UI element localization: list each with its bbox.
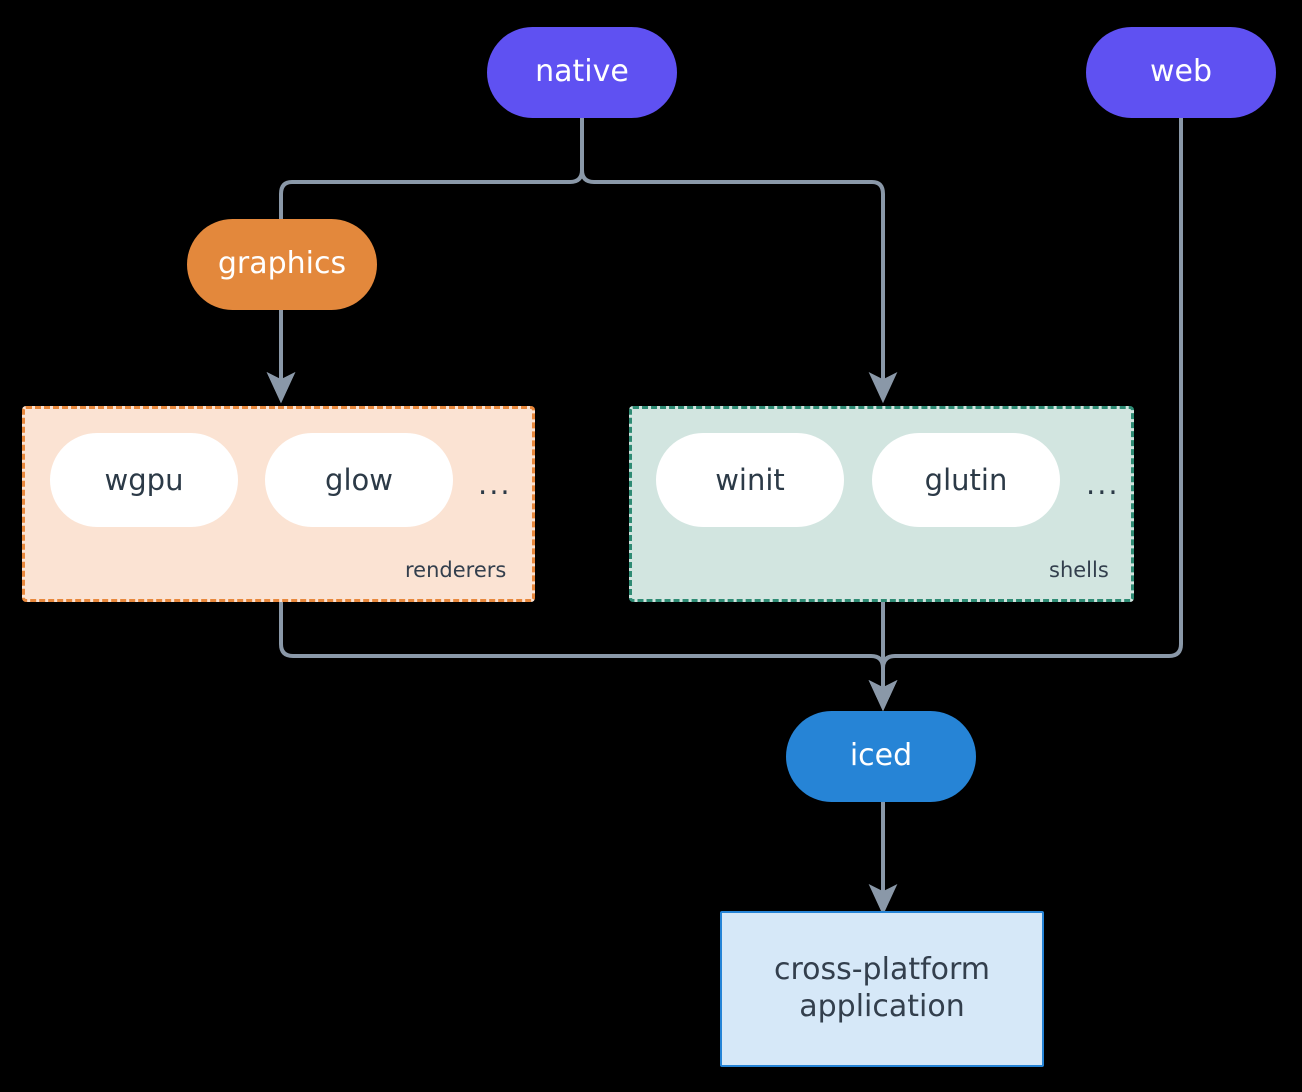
leaf-wgpu[interactable]: wgpu bbox=[50, 433, 238, 527]
node-graphics[interactable]: graphics bbox=[187, 219, 377, 310]
node-web-label: web bbox=[1149, 54, 1213, 90]
shells-ellipsis: ... bbox=[1086, 467, 1120, 501]
application-line-1: cross-platform bbox=[773, 952, 991, 988]
edge-native-to-shells bbox=[580, 116, 898, 404]
leaf-glow-label: glow bbox=[325, 463, 393, 497]
leaf-wgpu-label: wgpu bbox=[104, 463, 184, 497]
node-web[interactable]: web bbox=[1086, 27, 1276, 118]
node-iced[interactable]: iced bbox=[786, 711, 976, 802]
node-iced-label: iced bbox=[849, 738, 913, 774]
node-graphics-label: graphics bbox=[217, 246, 347, 282]
node-native[interactable]: native bbox=[487, 27, 677, 118]
group-shells-label: shells bbox=[1049, 558, 1109, 582]
leaf-glutin-label: glutin bbox=[924, 463, 1008, 497]
node-native-label: native bbox=[535, 54, 629, 90]
leaf-glow[interactable]: glow bbox=[265, 433, 453, 527]
edge-renderers-to-iced bbox=[279, 599, 898, 712]
application-line-2: application bbox=[799, 989, 965, 1024]
node-application[interactable]: cross-platform application bbox=[720, 911, 1044, 1067]
leaf-glutin[interactable]: glutin bbox=[872, 433, 1060, 527]
leaf-winit[interactable]: winit bbox=[656, 433, 844, 527]
renderers-ellipsis: ... bbox=[478, 467, 512, 501]
group-renderers-label: renderers bbox=[405, 558, 507, 582]
leaf-winit-label: winit bbox=[715, 463, 785, 497]
